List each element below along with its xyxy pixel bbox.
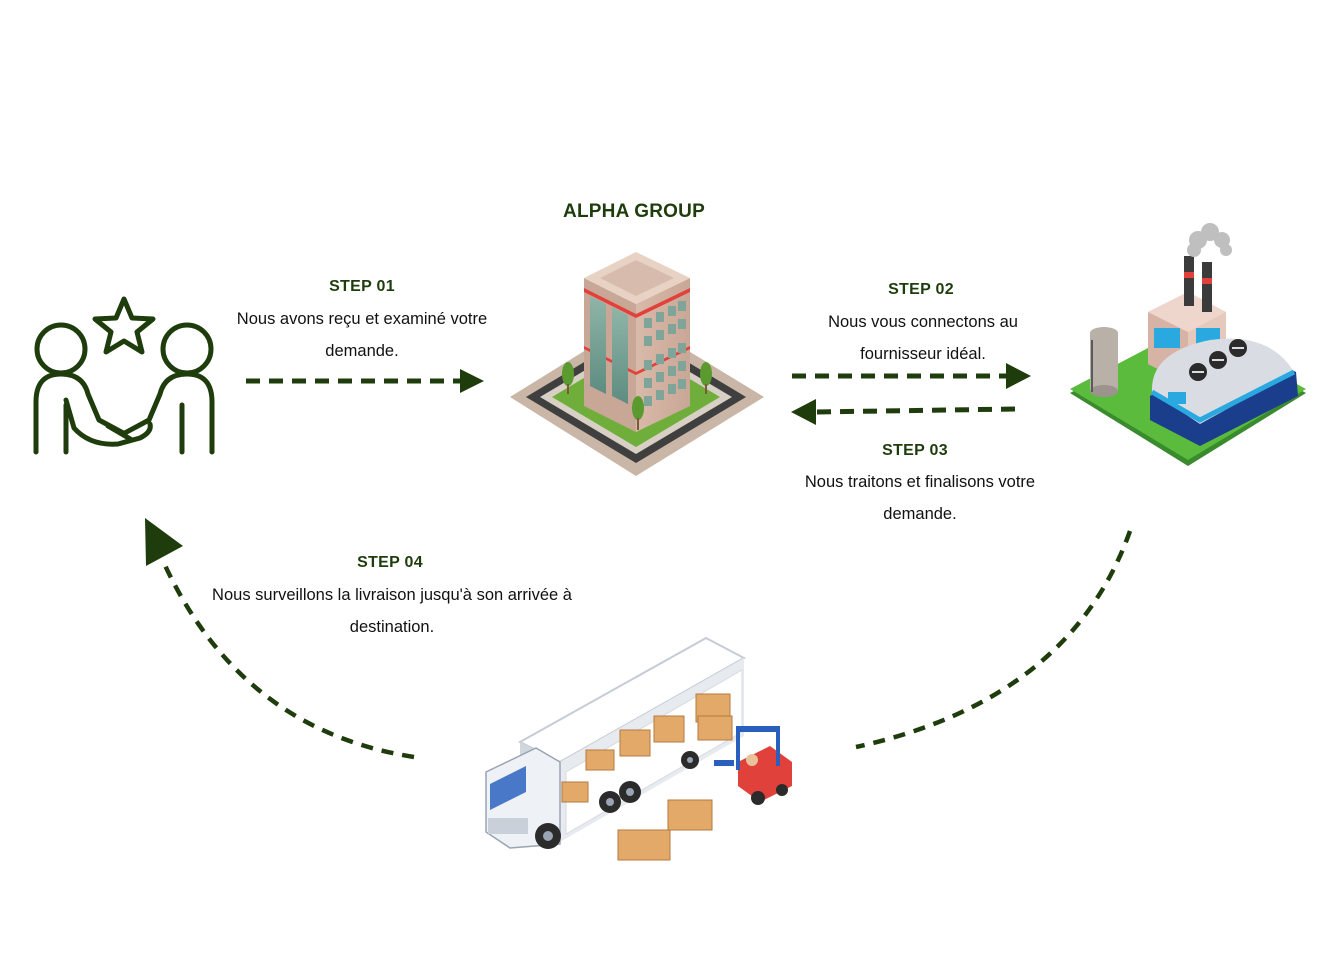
factory-icon xyxy=(1070,223,1306,466)
arrow-step-01 xyxy=(246,369,484,393)
step-04-text: Nous surveillons la livraison jusqu'à so… xyxy=(212,586,572,636)
arrow-step-04 xyxy=(145,518,415,760)
handshake-star-icon xyxy=(33,296,215,455)
delivery-truck-forklift-icon xyxy=(485,636,792,861)
diagram-title: ALPHA GROUP xyxy=(563,201,705,222)
step-02-text: Nous vous connectons au fournisseur idéa… xyxy=(828,313,1018,363)
step-02-label: STEP 02 xyxy=(888,281,954,298)
office-building-icon xyxy=(510,252,764,476)
step-03-text: Nous traitons et finalisons votre demand… xyxy=(804,473,1036,523)
step-01-text: Nous avons reçu et examiné votre demande… xyxy=(236,310,488,360)
arrow-step-02 xyxy=(792,363,1031,389)
arrow-step-03 xyxy=(791,399,1016,425)
step-01-label: STEP 01 xyxy=(329,278,395,295)
step-04-label: STEP 04 xyxy=(357,554,423,571)
step-03-label: STEP 03 xyxy=(882,442,948,459)
arrow-curve-delivery xyxy=(855,530,1133,750)
